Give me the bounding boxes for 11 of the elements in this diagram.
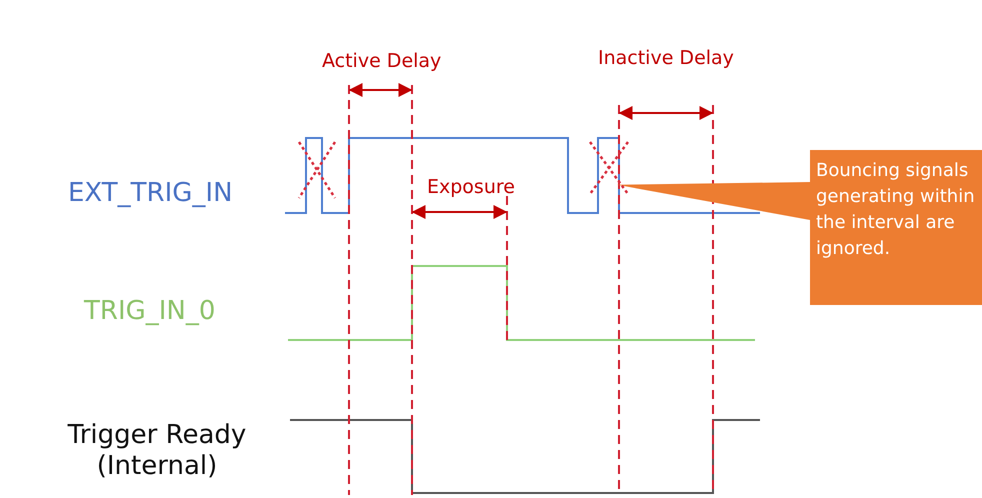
signal-name: Trigger Ready (Internal)	[66, 420, 248, 482]
dimension-label: Active Delay	[322, 50, 442, 73]
dimension-label: Inactive Delay	[598, 47, 734, 70]
signal-name: TRIG_IN_0	[84, 296, 216, 328]
leader-line	[617, 182, 810, 220]
callout-box	[810, 150, 982, 305]
dimension-label: Exposure	[427, 176, 515, 199]
callout-text: Bouncing signals generating within the interval are ignored.	[816, 159, 976, 262]
cross-mark	[588, 140, 630, 196]
cross-mark	[297, 140, 337, 200]
signal-name: EXT_TRIG_IN	[68, 178, 233, 210]
